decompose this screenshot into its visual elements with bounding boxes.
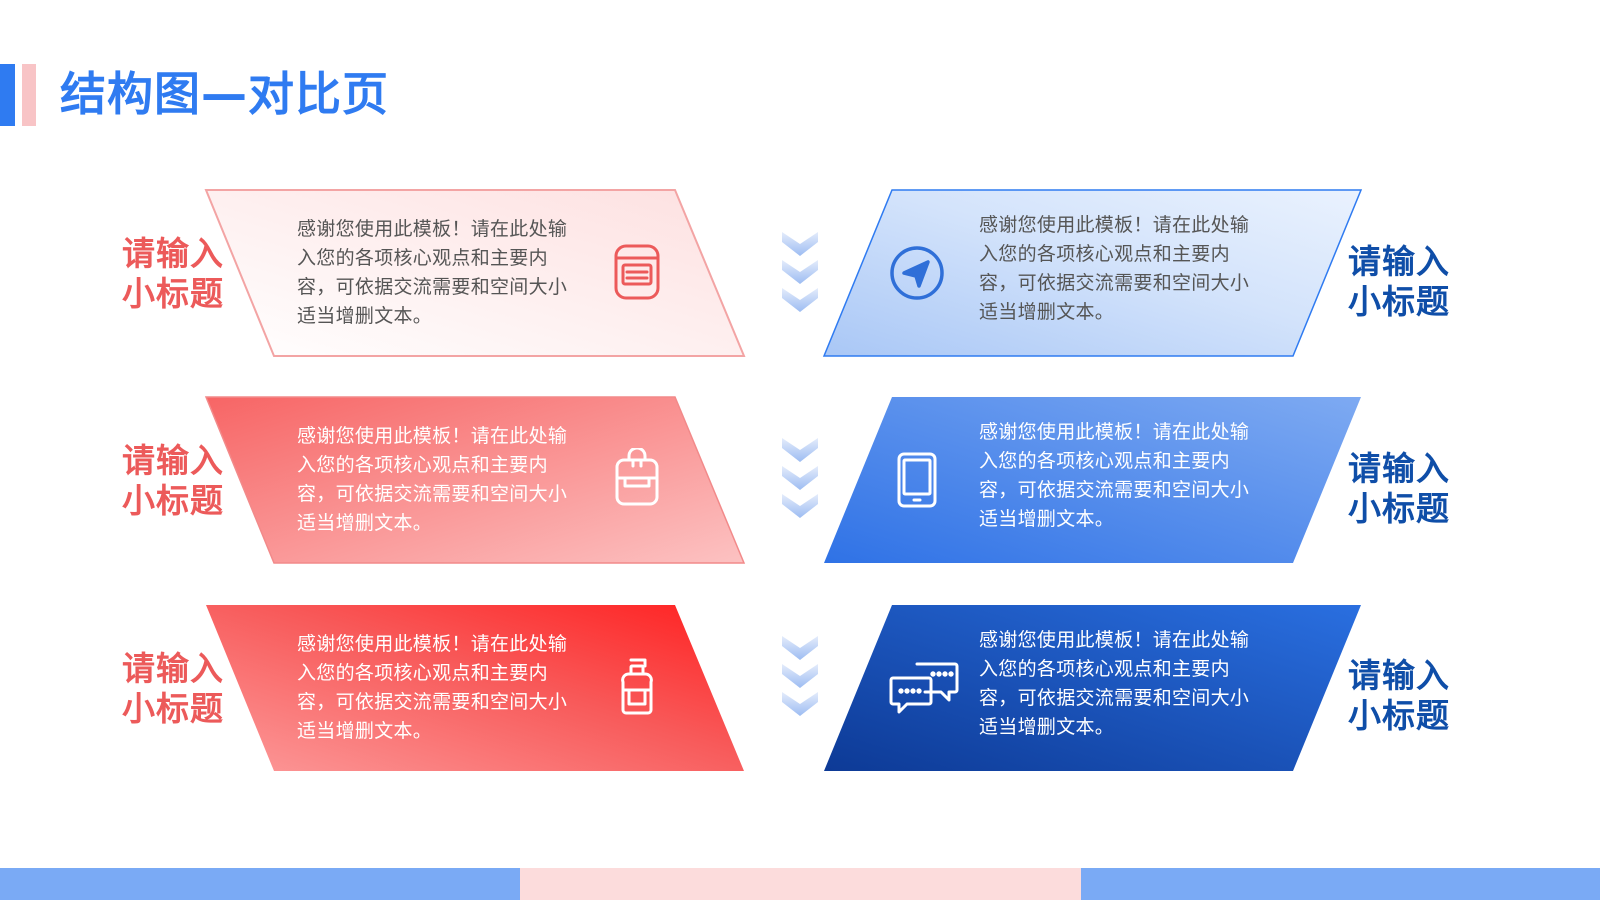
left-subtitle-1-line1: 请输入 [122,234,224,273]
left-subtitle-3: 请输入 小标题 [122,649,252,729]
pump-bottle-icon [607,656,667,716]
right-subtitle-3-line2: 小标题 [1348,696,1450,735]
right-panel-2-shape [824,397,1361,563]
right-subtitle-2-line1: 请输入 [1348,449,1450,488]
left-subtitle-3-line1: 请输入 [122,649,224,688]
right-panel-2: 感谢您使用此模板！请在此处输入您的各项核心观点和主要内容，可依据交流需要和空间大… [823,396,1383,566]
left-panel-1-shape [204,189,746,357]
storage-jar-icon [607,241,667,301]
right-panel-2-text: 感谢您使用此模板！请在此处输入您的各项核心观点和主要内容，可依据交流需要和空间大… [979,421,1250,530]
right-subtitle-1-line2: 小标题 [1348,282,1450,321]
left-panel-3-text: 感谢您使用此模板！请在此处输入您的各项核心观点和主要内容，可依据交流需要和空间大… [297,633,568,742]
left-panel-3: 感谢您使用此模板！请在此处输入您的各项核心观点和主要内容，可依据交流需要和空间大… [205,604,765,774]
right-panel-3: 感谢您使用此模板！请在此处输入您的各项核心观点和主要内容，可依据交流需要和空间大… [823,604,1383,774]
title-accent-bar-blue [0,64,15,126]
left-subtitle-3-line2: 小标题 [122,689,224,728]
left-panel-1: 感谢您使用此模板！请在此处输入您的各项核心观点和主要内容，可依据交流需要和空间大… [204,189,765,359]
backpack-icon [607,446,667,508]
right-subtitle-3-line1: 请输入 [1348,656,1450,695]
right-panel-1: 感谢您使用此模板！请在此处输入您的各项核心观点和主要内容，可依据交流需要和空间大… [822,189,1383,359]
left-panel-2: 感谢您使用此模板！请在此处输入您的各项核心观点和主要内容，可依据交流需要和空间大… [204,396,765,566]
page-title: 结构图—对比页 [60,67,389,121]
left-subtitle-1-line2: 小标题 [122,274,224,313]
right-subtitle-1: 请输入 小标题 [1348,242,1478,322]
right-subtitle-1-line1: 请输入 [1348,242,1450,281]
footer-bar-blue-left [0,868,520,900]
chevron-down-icon [782,228,818,320]
left-panel-2-text: 感谢您使用此模板！请在此处输入您的各项核心观点和主要内容，可依据交流需要和空间大… [297,425,568,534]
right-panel-1-text: 感谢您使用此模板！请在此处输入您的各项核心观点和主要内容，可依据交流需要和空间大… [979,214,1250,323]
left-subtitle-2: 请输入 小标题 [122,441,252,521]
chevron-down-icon [782,434,818,526]
right-panel-3-shape [824,605,1361,771]
right-panel-3-text: 感谢您使用此模板！请在此处输入您的各项核心观点和主要内容，可依据交流需要和空间大… [979,629,1250,738]
right-panel-1-shape [822,189,1363,357]
title-accent-bar-pink [22,64,36,126]
left-panel-3-shape [206,605,744,771]
left-subtitle-2-line1: 请输入 [122,441,224,480]
footer-bar-pink [520,868,1081,900]
left-panel-2-shape [204,396,746,564]
right-subtitle-3: 请输入 小标题 [1348,656,1478,736]
right-subtitle-2: 请输入 小标题 [1348,449,1478,529]
right-subtitle-2-line2: 小标题 [1348,489,1450,528]
navigation-arrow-icon [887,243,947,303]
left-subtitle-2-line2: 小标题 [122,481,224,520]
tablet-icon [887,450,947,510]
left-panel-1-text: 感谢您使用此模板！请在此处输入您的各项核心观点和主要内容，可依据交流需要和空间大… [297,218,568,327]
left-subtitle-1: 请输入 小标题 [122,234,252,314]
chat-bubbles-icon [889,660,959,720]
footer-bar-blue-right [1081,868,1600,900]
chevron-down-icon [782,632,818,724]
